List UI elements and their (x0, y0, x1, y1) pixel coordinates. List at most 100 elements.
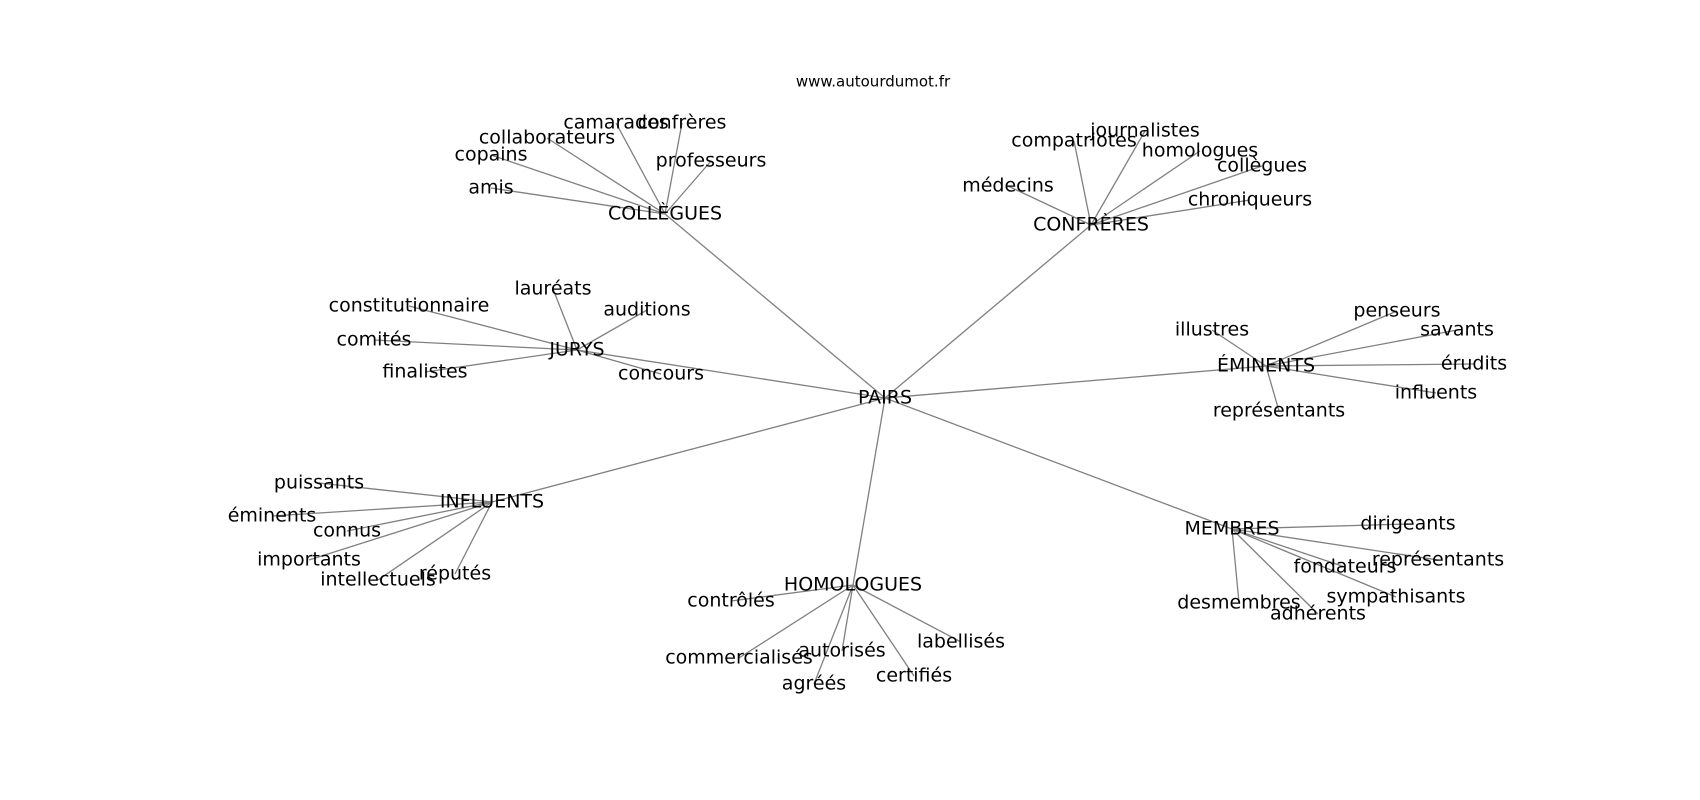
edge-hub-leaf (1231, 528, 1397, 598)
leaf-node-label: collaborateurs (479, 127, 615, 149)
leaf-node-label: contrôlés (687, 590, 774, 612)
leaf-node-label: illustres (1175, 319, 1249, 341)
edge-hub-leaf (576, 349, 662, 375)
edge-hub-leaf (1231, 528, 1240, 604)
leaf-node-label: compatriotes (1011, 130, 1137, 152)
edge-hub-leaf (271, 501, 493, 517)
leaf-node-label: copains (455, 144, 528, 166)
labels: PAIRSCOLLÈGUEScamaradesconfrèrescollabor… (228, 112, 1507, 695)
hub-node-label: ÉMINENTS (1217, 354, 1315, 377)
edge-hub-leaf (318, 482, 493, 503)
leaf-node-label: certifiés (876, 665, 952, 687)
leaf-node-label: confrères (638, 112, 727, 134)
edge-center-hub (491, 397, 886, 503)
edges (271, 122, 1475, 685)
leaf-node-label: homologues (1142, 140, 1258, 162)
leaf-node-label: médecins (962, 175, 1054, 197)
edge-hub-leaf (730, 584, 854, 602)
leaf-node-label: agréés (782, 673, 846, 695)
edge-hub-leaf (408, 305, 578, 351)
edge-hub-leaf (1090, 130, 1146, 226)
edge-hub-leaf (1265, 365, 1280, 412)
edge-hub-leaf (841, 584, 854, 652)
edge-hub-leaf (1231, 528, 1346, 568)
edge-hub-leaf (424, 349, 578, 373)
edge-hub-leaf (308, 501, 493, 561)
leaf-node-label: constitutionnaire (329, 295, 490, 317)
edge-hub-leaf (615, 122, 666, 215)
leaf-node-label: journalistes (1089, 120, 1200, 142)
leaf-node-label: adhérents (1270, 603, 1366, 625)
leaf-node-label: labellisés (917, 631, 1005, 653)
edge-hub-leaf (1265, 365, 1437, 394)
edge-hub-leaf (1265, 310, 1398, 367)
edge-center-hub (884, 224, 1092, 399)
leaf-node-label: lauréats (514, 278, 591, 300)
source-label: www.autourdumot.fr (796, 73, 951, 91)
hub-node-label: HOMOLOGUES (784, 574, 922, 596)
edge-hub-leaf (1007, 185, 1092, 226)
hub-node-label: INFLUENTS (440, 491, 544, 513)
edge-hub-leaf (552, 288, 578, 351)
edge-hub-leaf (1211, 329, 1267, 367)
hub-node-label: JURYS (548, 339, 604, 361)
leaf-node-label: représentants (1213, 400, 1345, 422)
edge-hub-leaf (1090, 199, 1251, 226)
leaf-node-label: représentants (1372, 549, 1504, 571)
leaf-node-label: auditions (603, 299, 690, 321)
edge-hub-leaf (1090, 150, 1201, 226)
leaf-node-label: fondateurs (1294, 556, 1397, 578)
edge-center-hub (884, 397, 1233, 530)
edge-hub-leaf (852, 584, 915, 677)
leaf-node-label: dirigeants (1360, 513, 1455, 535)
edge-hub-leaf (490, 154, 666, 215)
edge-hub-leaf (1090, 165, 1263, 226)
leaf-node-label: chroniqueurs (1188, 189, 1312, 211)
leaf-node-label: connus (313, 520, 381, 542)
edge-hub-leaf (738, 584, 854, 659)
edge-hub-leaf (1265, 329, 1458, 367)
edge-hub-leaf (490, 187, 666, 215)
leaf-node-label: réputés (419, 563, 491, 585)
leaf-node-label: concours (618, 363, 704, 385)
edge-hub-leaf (576, 309, 648, 351)
edge-center-hub (852, 397, 886, 586)
leaf-node-label: savants (1420, 319, 1494, 341)
edge-hub-leaf (373, 339, 578, 351)
leaf-node-label: sympathisants (1326, 586, 1465, 608)
edge-hub-leaf (377, 501, 493, 581)
leaf-node-label: éminents (228, 505, 317, 527)
leaf-node-label: puissants (274, 472, 364, 494)
edge-center-hub (664, 213, 886, 399)
edge-hub-leaf (1231, 528, 1319, 615)
leaf-node-label: intellectuels (320, 569, 436, 591)
leaf-node-label: influents (1395, 382, 1477, 404)
edge-hub-leaf (1231, 523, 1409, 530)
edge-hub-leaf (1073, 140, 1092, 226)
edge-hub-leaf (546, 137, 666, 215)
leaf-node-label: comités (337, 329, 412, 351)
edge-center-hub (576, 349, 886, 399)
edge-hub-leaf (1265, 363, 1475, 367)
edge-hub-leaf (454, 501, 493, 575)
edge-center-hub (884, 365, 1267, 399)
leaf-node-label: importants (257, 549, 361, 571)
leaf-node-label: commercialisés (665, 647, 813, 669)
edge-hub-leaf (813, 584, 854, 685)
leaf-node-label: amis (468, 177, 513, 199)
hub-node-label: COLLÈGUES (608, 202, 722, 225)
leaf-node-label: collègues (1217, 155, 1307, 177)
center-node-label: PAIRS (858, 387, 912, 409)
leaf-node-label: penseurs (1353, 300, 1440, 322)
leaf-node-label: desmembres (1177, 592, 1300, 614)
edge-hub-leaf (852, 584, 962, 643)
leaf-node-label: finalistes (382, 361, 467, 383)
edge-hub-leaf (1231, 528, 1439, 561)
edge-hub-leaf (664, 160, 712, 215)
leaf-node-label: professeurs (656, 150, 767, 172)
edge-hub-leaf (346, 501, 493, 532)
edge-hub-leaf (664, 122, 683, 215)
leaf-node-label: autorisés (798, 640, 885, 662)
hub-node-label: MEMBRES (1184, 518, 1279, 540)
